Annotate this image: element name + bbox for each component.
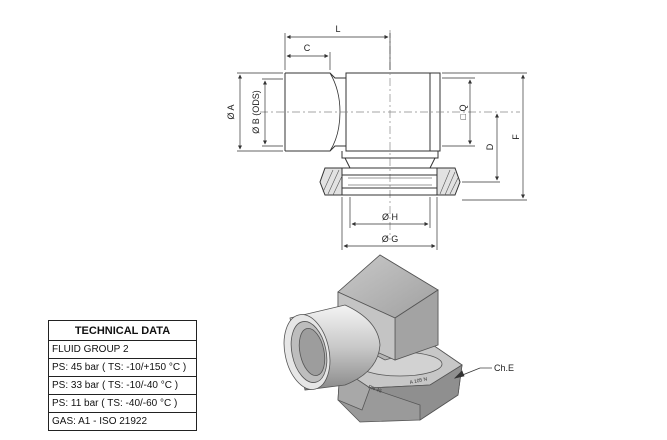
nut-hatching xyxy=(322,169,459,196)
dim-label-A: Ø A xyxy=(226,104,236,119)
tech-row-fluid-group: FLUID GROUP 2 xyxy=(48,340,197,359)
technical-data-title: TECHNICAL DATA xyxy=(48,320,197,341)
dim-label-H: Ø H xyxy=(382,212,398,222)
chamfer-label: Ch.E xyxy=(494,363,514,373)
tech-row-ps-45: PS: 45 bar ( TS: -10/+150 °C ) xyxy=(48,358,197,377)
tech-row-gas: GAS: A1 - ISO 21922 xyxy=(48,412,197,431)
dim-label-L: L xyxy=(335,24,340,34)
dim-label-Q: □ Q xyxy=(458,105,468,120)
tech-row-ps-33: PS: 33 bar ( TS: -10/-40 °C ) xyxy=(48,376,197,395)
fitting-3d-render xyxy=(283,254,463,423)
dim-label-B: Ø B (ODS) xyxy=(251,90,261,134)
nut-marking-2: PN 45 xyxy=(367,384,382,394)
dim-label-G: Ø G xyxy=(382,234,399,244)
chamfer-callout xyxy=(453,367,492,379)
dim-label-C: C xyxy=(304,43,311,53)
tech-row-ps-11: PS: 11 bar ( TS: -40/-60 °C ) xyxy=(48,394,197,413)
nut-marking-1: A 105 N xyxy=(409,376,428,386)
technical-data-table: TECHNICAL DATA FLUID GROUP 2 PS: 45 bar … xyxy=(48,320,197,431)
dimension-lines xyxy=(237,33,527,250)
dim-label-D: D xyxy=(485,143,495,150)
dim-label-F: F xyxy=(511,134,521,140)
